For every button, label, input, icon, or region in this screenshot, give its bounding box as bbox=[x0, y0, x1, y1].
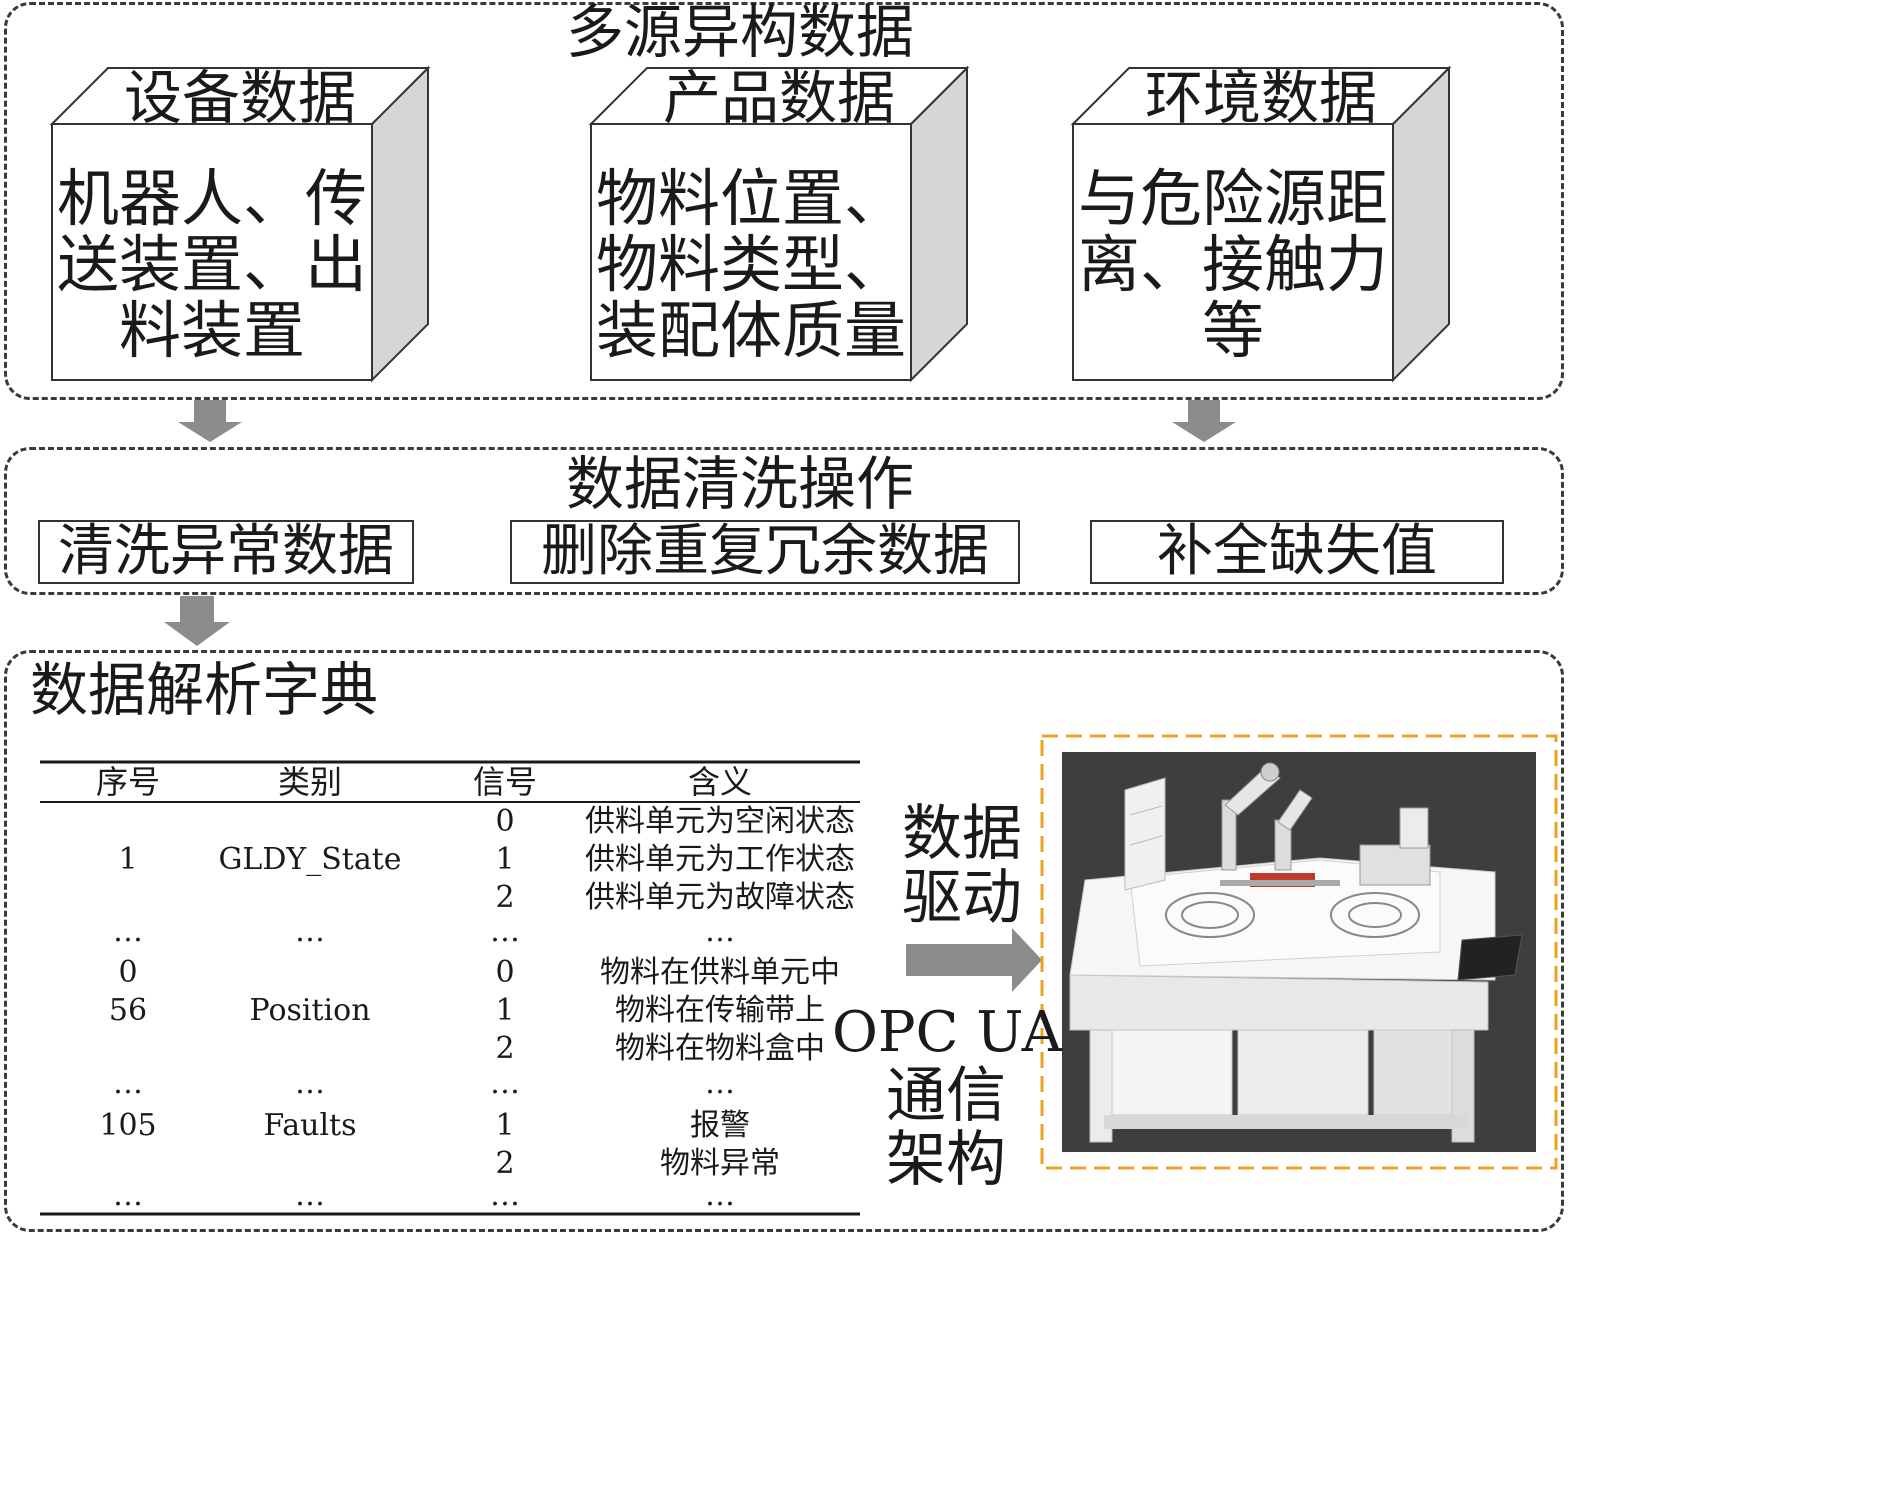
arrow-down-left bbox=[178, 400, 242, 442]
cell-signal: 0 bbox=[495, 955, 515, 990]
cube-environment-body: 与危险源距离、接触力等 bbox=[1077, 162, 1388, 367]
cell-meaning: 物料在传输带上 bbox=[615, 993, 825, 1028]
cell-meaning: 物料在物料盒中 bbox=[615, 1031, 825, 1066]
table-header-category: 类别 bbox=[277, 763, 342, 801]
cell-meaning: 供料单元为空闲状态 bbox=[585, 804, 855, 839]
dictionary-panel bbox=[4, 650, 1564, 1232]
cube-device-body: 机器人、传送装置、出料装置 bbox=[56, 162, 367, 367]
arrow-right bbox=[906, 928, 1042, 992]
table-header-index: 序号 bbox=[95, 763, 160, 801]
sources-panel bbox=[4, 2, 1564, 400]
cell-meaning: … bbox=[705, 1066, 735, 1101]
cell-meaning: 供料单元为工作状态 bbox=[585, 842, 855, 877]
cell-meaning: 物料异常 bbox=[660, 1146, 780, 1181]
cube-device bbox=[49, 65, 431, 383]
cell-signal: 1 bbox=[495, 842, 515, 877]
arrow-down-cleaning bbox=[164, 596, 230, 646]
cube-environment bbox=[1070, 65, 1452, 383]
cube-environment-label: 环境数据 bbox=[1144, 64, 1377, 132]
table-header-signal: 信号 bbox=[472, 763, 537, 801]
diagram-graphics bbox=[40, 65, 1558, 1216]
arrow-down-right bbox=[1172, 400, 1236, 442]
sources-title: 多源异构数据 bbox=[565, 0, 914, 66]
cleaning-title: 数据清洗操作 bbox=[565, 450, 914, 518]
cell-meaning: … bbox=[705, 914, 735, 949]
cell-category: … bbox=[295, 1066, 325, 1101]
cell-index: 1 bbox=[118, 842, 138, 877]
cell-signal: 1 bbox=[495, 993, 515, 1028]
cell-signal: 2 bbox=[495, 1146, 515, 1181]
cell-index: 105 bbox=[99, 1108, 157, 1143]
cell-signal: 0 bbox=[495, 804, 515, 839]
cube-device-label: 设备数据 bbox=[123, 64, 356, 132]
cell-category: GLDY_State bbox=[218, 842, 402, 877]
cube-product bbox=[588, 65, 970, 383]
scene-frame bbox=[1040, 734, 1558, 1170]
op-fill-missing: 补全缺失值 bbox=[1090, 520, 1504, 584]
cell-signal: 1 bbox=[495, 1108, 515, 1143]
cell-signal: 2 bbox=[495, 880, 515, 915]
data-driven-label: 数据驱动 bbox=[902, 799, 1022, 933]
cell-signal: 2 bbox=[495, 1031, 515, 1066]
cell-index: … bbox=[113, 914, 143, 949]
cell-index: 0 bbox=[118, 955, 138, 990]
cube-product-body: 物料位置、物料类型、装配体质量 bbox=[595, 162, 906, 367]
table-header-meaning: 含义 bbox=[687, 763, 752, 801]
cell-category: … bbox=[295, 914, 325, 949]
cube-product-label: 产品数据 bbox=[662, 64, 895, 132]
op-clean-abnormal: 清洗异常数据 bbox=[38, 520, 414, 584]
workbench-illustration bbox=[1069, 762, 1523, 1143]
dictionary-title: 数据解析字典 bbox=[30, 656, 379, 724]
cell-meaning: 报警 bbox=[690, 1108, 750, 1143]
cell-meaning: 供料单元为故障状态 bbox=[585, 880, 855, 915]
opc-ua-label: OPC UA bbox=[832, 1000, 1063, 1065]
cell-index: 56 bbox=[108, 993, 148, 1028]
cell-index: … bbox=[113, 1066, 143, 1101]
op-remove-duplicates: 删除重复冗余数据 bbox=[510, 520, 1020, 584]
cleaning-panel bbox=[4, 447, 1564, 595]
cell-category: … bbox=[295, 1178, 325, 1213]
cell-meaning: … bbox=[705, 1178, 735, 1213]
cell-category: Faults bbox=[263, 1108, 357, 1143]
cell-category: Position bbox=[249, 993, 371, 1028]
communication-architecture-label: 通信架构 bbox=[886, 1061, 1006, 1195]
cell-index: … bbox=[113, 1178, 143, 1213]
cell-signal: … bbox=[490, 1178, 520, 1213]
cell-signal: … bbox=[490, 1066, 520, 1101]
cell-signal: … bbox=[490, 914, 520, 949]
cell-meaning: 物料在供料单元中 bbox=[600, 955, 840, 990]
